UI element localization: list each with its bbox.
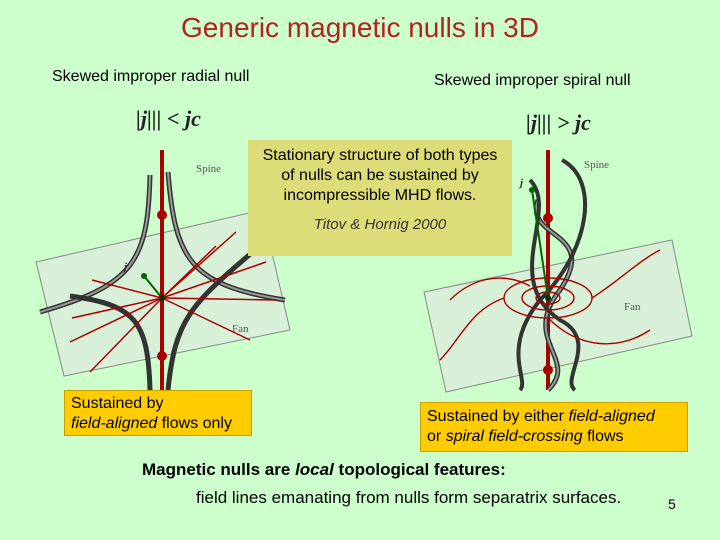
current-label-left: j — [122, 261, 128, 273]
current-arrow-right — [531, 189, 549, 299]
right-callout-suffix: flows — [587, 428, 624, 445]
current-label-right: j — [518, 177, 524, 189]
left-subtitle: Skewed improper radial null — [52, 68, 250, 85]
right-callout: Sustained by either field-aligned or spi… — [420, 402, 688, 452]
page-number: 5 — [668, 496, 676, 512]
bottom-line-2: field lines emanating from nulls form se… — [196, 488, 622, 507]
fan-label-left: Fan — [232, 323, 249, 335]
bottom-line-1-prefix: Magnetic nulls are — [142, 460, 291, 479]
right-callout-emph2: spiral field-crossing — [445, 428, 583, 445]
radial-null-diagram: Spine Fan j — [35, 150, 291, 391]
spiral-null-diagram: Spine Fan j — [423, 150, 693, 393]
right-callout-prefix: Sustained by either — [427, 408, 564, 425]
bottom-line-1: Magnetic nulls are local topological fea… — [142, 460, 506, 480]
left-callout-suffix: flows only — [161, 415, 232, 432]
fan-label-right: Fan — [624, 301, 641, 313]
info-box: Stationary structure of both types of nu… — [248, 140, 512, 256]
right-callout-mid: or — [427, 428, 442, 445]
left-callout: Sustained by field-aligned flows only — [64, 390, 252, 436]
slide-title: Generic magnetic nulls in 3D — [181, 12, 539, 43]
spine-label-left: Spine — [196, 163, 221, 175]
left-callout-emph: field-aligned — [71, 415, 158, 432]
right-subtitle: Skewed improper spiral null — [434, 72, 631, 89]
bottom-line-1-emph: local — [295, 460, 334, 479]
bottom-line-1-suffix: topological features: — [338, 460, 506, 479]
spine-label-right: Spine — [584, 159, 609, 171]
left-condition: |j||| < jc — [136, 106, 201, 131]
right-callout-emph1: field-aligned — [568, 408, 655, 425]
right-condition: |j||| > jc — [526, 110, 591, 135]
current-arrow-left — [143, 275, 163, 299]
left-callout-prefix: Sustained by — [71, 395, 164, 412]
info-text: Stationary structure of both types of nu… — [262, 147, 498, 204]
info-reference: Titov & Hornig 2000 — [313, 216, 447, 233]
